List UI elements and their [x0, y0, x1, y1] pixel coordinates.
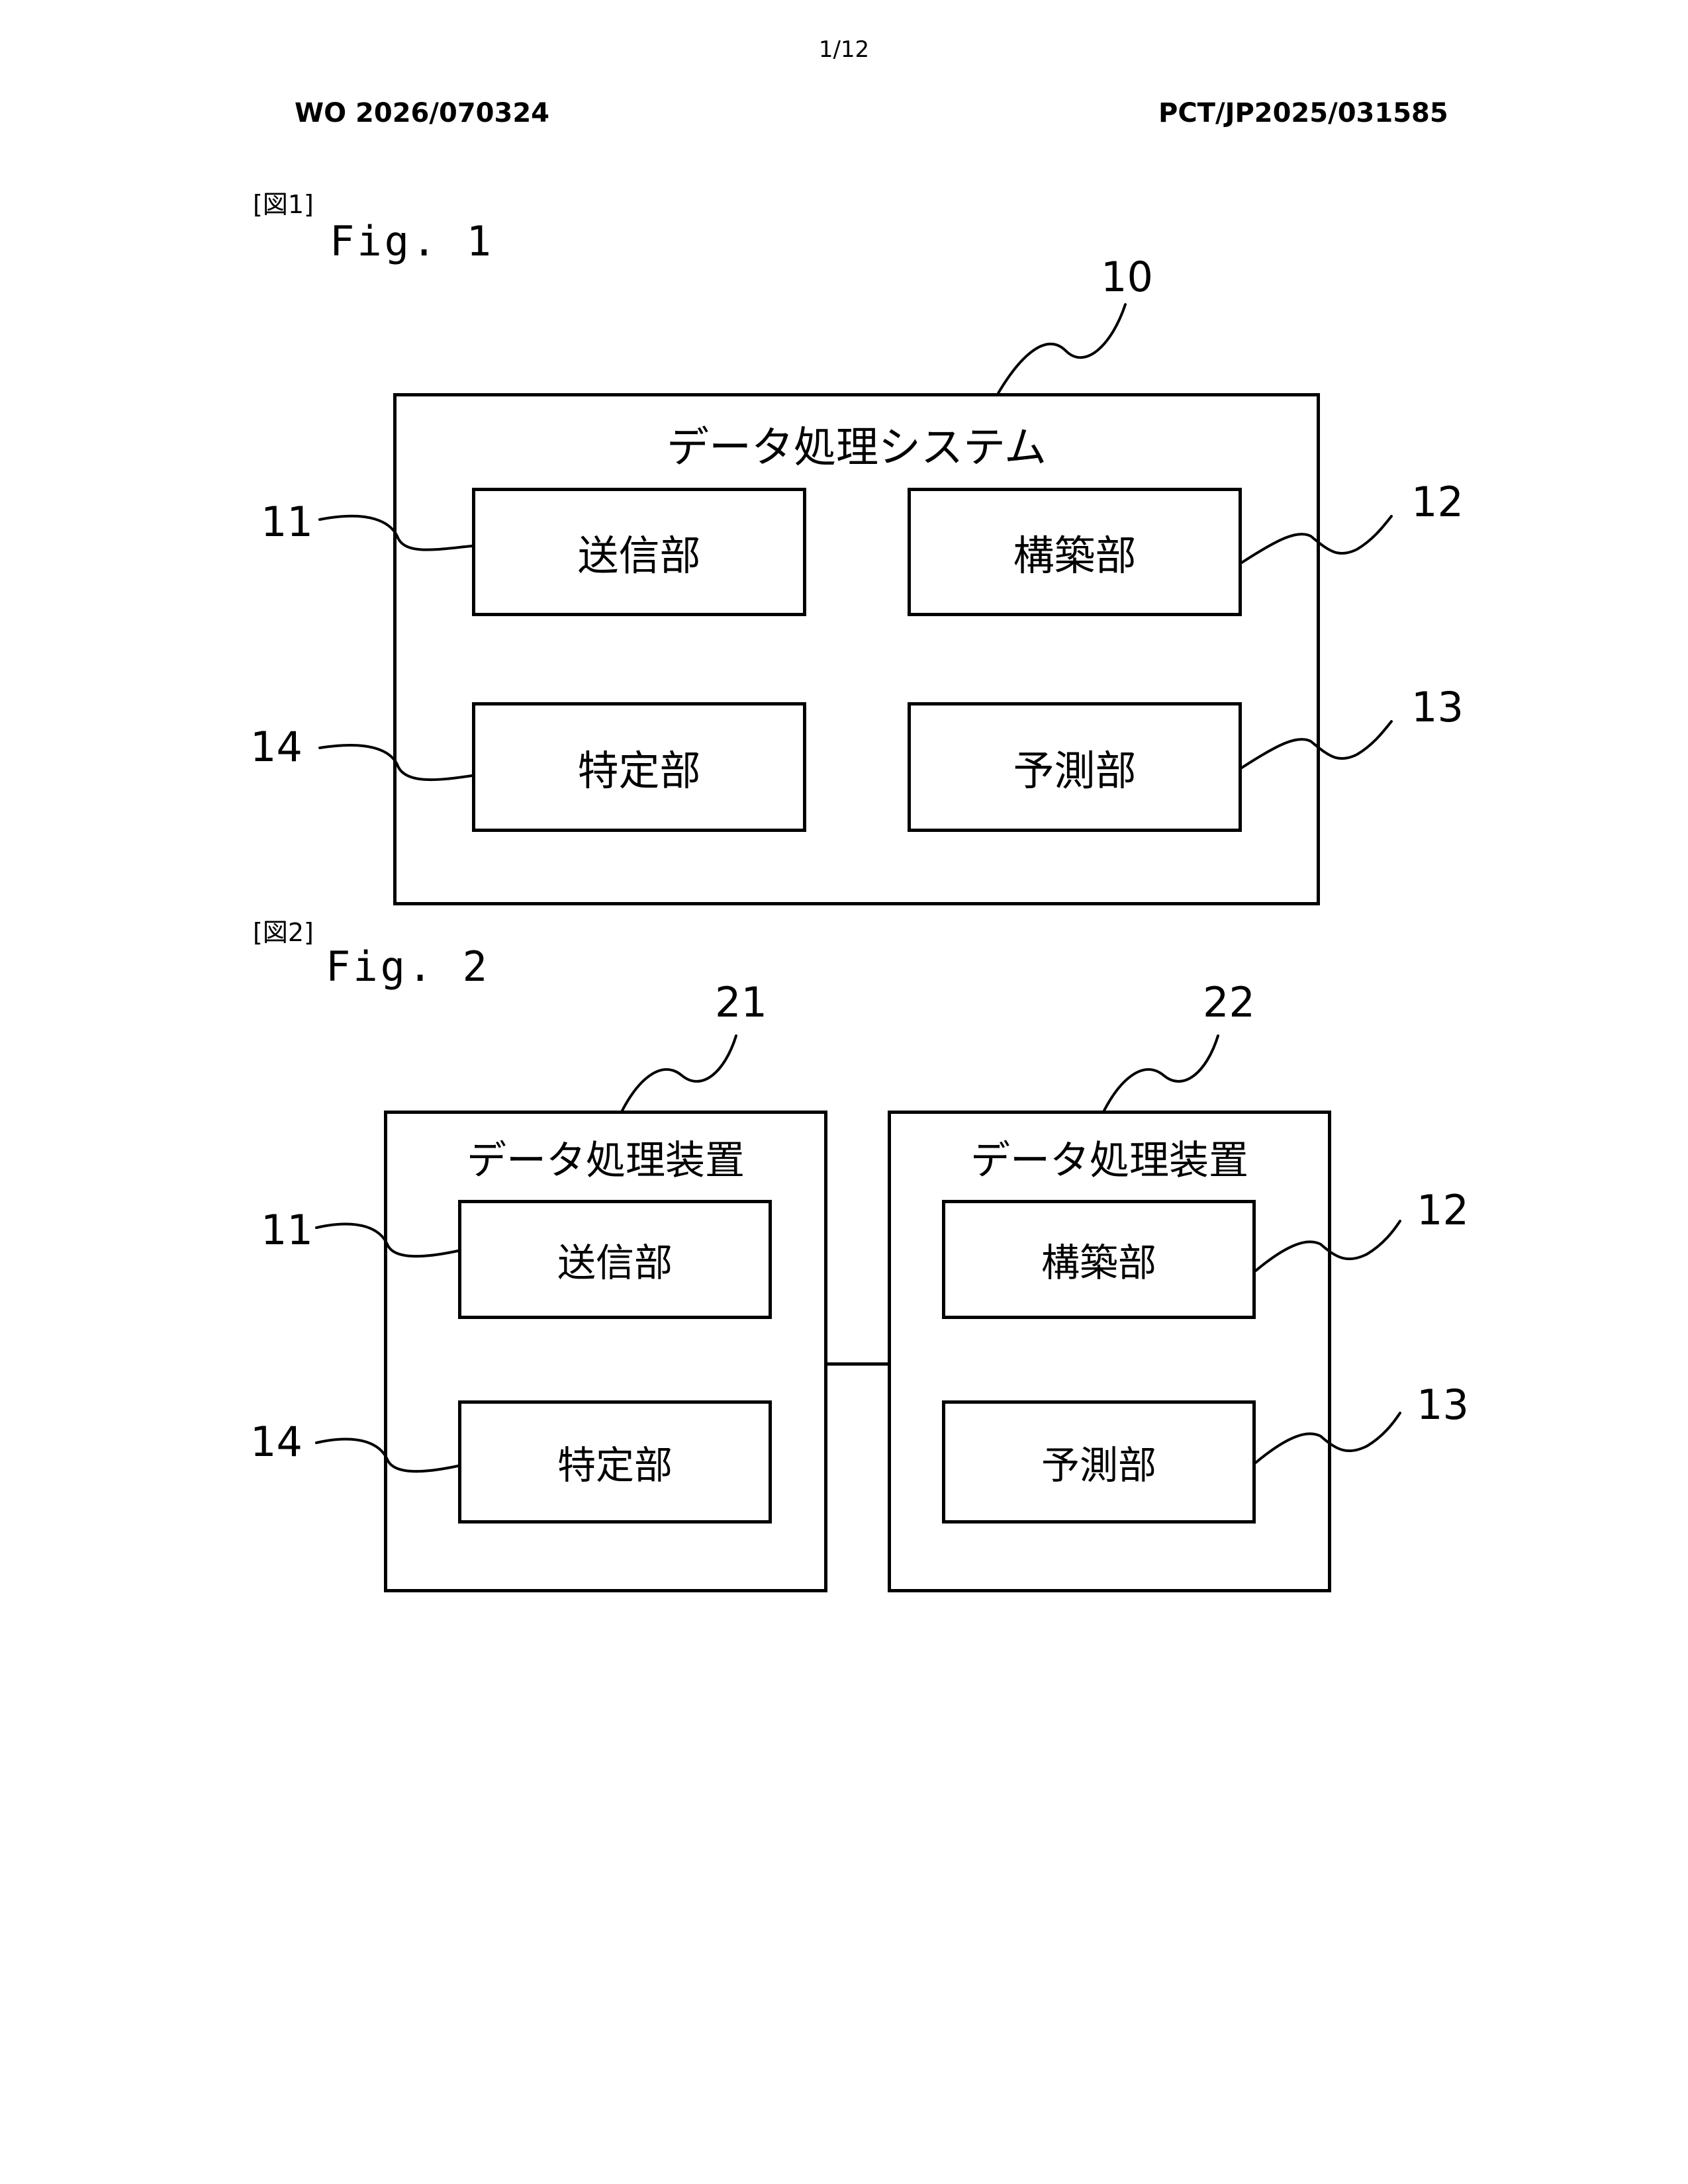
fig1-leader-13 — [1242, 721, 1391, 768]
fig2-leader-14 — [316, 1439, 458, 1471]
fig2-leader-21 — [622, 1036, 736, 1111]
fig2-leader-11 — [316, 1224, 458, 1256]
fig1-leader-11 — [320, 516, 472, 550]
fig1-leader-12 — [1242, 516, 1391, 563]
fig1-leader-14 — [320, 745, 472, 780]
fig2-leader-12 — [1256, 1221, 1400, 1271]
fig1-leader-10 — [998, 304, 1125, 393]
fig2-leader-22 — [1104, 1036, 1218, 1111]
fig2-leader-13 — [1256, 1413, 1400, 1463]
